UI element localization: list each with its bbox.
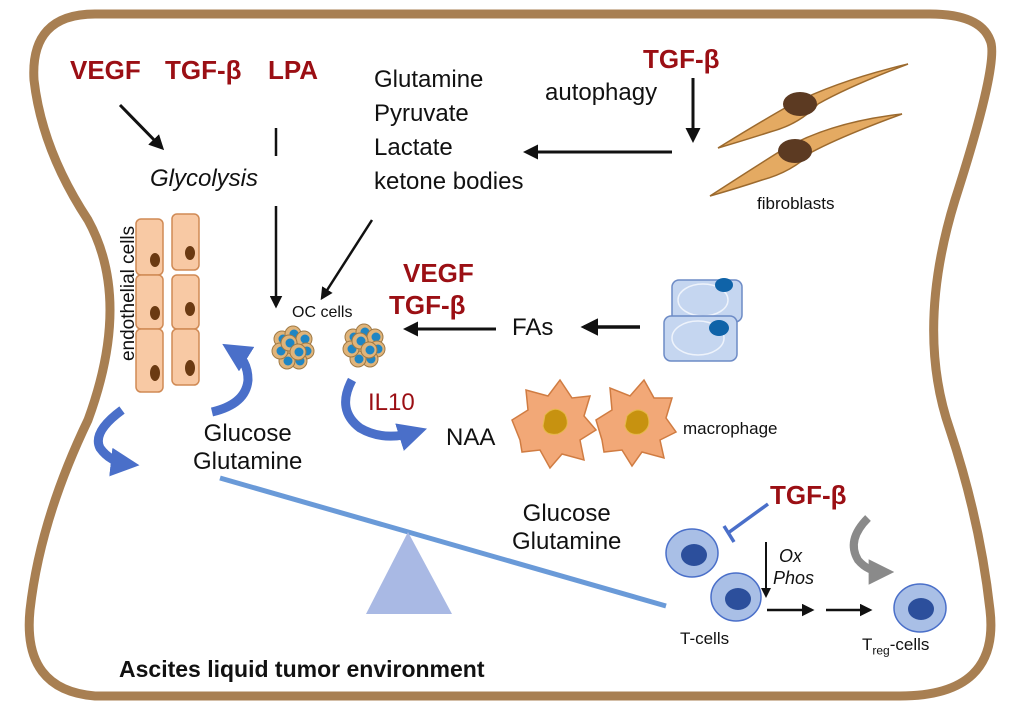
nutrient-glucose-right: Glucose bbox=[522, 500, 611, 527]
treg-cell bbox=[893, 583, 947, 633]
signal-vegf-fa: VEGF bbox=[403, 258, 474, 288]
oc-cell-nucleus bbox=[300, 334, 310, 344]
nutrient-glutamine-right: Glutamine bbox=[512, 528, 622, 555]
curved-arrow-endothelial bbox=[93, 406, 140, 477]
arrow-metabolites-oc bbox=[320, 219, 374, 301]
signal-tgf-beta-fibroblast: TGF-β bbox=[643, 44, 720, 74]
oc-cell-nucleus bbox=[283, 356, 293, 366]
il10-label: IL10 bbox=[368, 389, 415, 416]
signal-tgf-beta-fa: TGF-β bbox=[389, 290, 466, 320]
inhibition-bar bbox=[722, 525, 736, 543]
macrophage-cell bbox=[511, 378, 598, 470]
endothelial-cells-label: endothelial cells bbox=[118, 225, 140, 362]
metabolite-lactate: Lactate bbox=[374, 134, 453, 161]
environment-border bbox=[24, 9, 997, 701]
nutrients-right: Glucose Glutamine bbox=[512, 500, 621, 556]
oxphos-phos: Phos bbox=[773, 568, 815, 588]
arrow-vegf-glycolysis bbox=[118, 103, 165, 151]
signal-vegf: VEGF bbox=[70, 55, 141, 85]
t-cell bbox=[665, 528, 719, 578]
metabolites-list: Glutamine Pyruvate Lactate ketone bodies bbox=[374, 63, 523, 199]
oc-cell-nucleus bbox=[294, 347, 304, 357]
naa-label: NAA bbox=[446, 424, 496, 451]
curved-arrow-tgf-treg bbox=[849, 515, 895, 585]
macrophage-cell bbox=[595, 378, 678, 468]
t-cells-label: T-cells bbox=[680, 629, 730, 648]
endothelial-cells bbox=[135, 213, 200, 393]
oc-cell-cluster bbox=[342, 323, 386, 368]
signal-tgf-beta-tcell: TGF-β bbox=[770, 480, 847, 510]
curved-arrow-il10-naa bbox=[341, 377, 427, 451]
signal-lpa: LPA bbox=[268, 55, 319, 85]
oc-cell-nucleus bbox=[354, 354, 364, 364]
seesaw-beam bbox=[219, 475, 667, 609]
diagram-title: Ascites liquid tumor environment bbox=[119, 656, 485, 682]
oxphos-label: Ox Phos bbox=[773, 545, 814, 589]
metabolite-ketone-bodies: ketone bodies bbox=[374, 168, 524, 195]
oc-cell-nucleus bbox=[365, 345, 375, 355]
fibroblast-cell bbox=[717, 63, 909, 149]
fibroblast-cell bbox=[709, 113, 903, 197]
treg-t: T bbox=[862, 635, 873, 654]
t-cell bbox=[710, 572, 762, 622]
glycolysis-label: Glycolysis bbox=[150, 165, 259, 192]
oc-cells-label: OC cells bbox=[292, 304, 353, 321]
oc-cell-nucleus bbox=[371, 332, 381, 342]
oc-cell-nucleus bbox=[356, 336, 366, 346]
oc-cell-cluster bbox=[271, 325, 315, 370]
fibroblasts-label: fibroblasts bbox=[757, 194, 835, 213]
nutrient-glucose: Glucose bbox=[203, 420, 292, 447]
seesaw-fulcrum bbox=[366, 532, 452, 614]
treg-sub: reg bbox=[872, 643, 890, 658]
treg-suffix: -cells bbox=[889, 635, 930, 654]
curved-arrow-glucose-oc bbox=[210, 343, 255, 417]
adipocyte-cells bbox=[663, 278, 743, 362]
inhibition-line-tgf-tcell bbox=[726, 502, 770, 535]
macrophage-label: macrophage bbox=[683, 419, 778, 438]
metabolite-glutamine: Glutamine bbox=[374, 66, 484, 93]
oc-cell-nucleus bbox=[285, 338, 295, 348]
fas-label: FAs bbox=[512, 314, 554, 341]
treg-cells-label: Treg-cells bbox=[862, 635, 930, 658]
autophagy-label: autophagy bbox=[545, 79, 658, 106]
nutrients-left: Glucose Glutamine bbox=[193, 420, 302, 476]
metabolite-pyruvate: Pyruvate bbox=[374, 100, 469, 127]
signal-tgf-beta: TGF-β bbox=[165, 55, 242, 85]
oxphos-ox: Ox bbox=[779, 546, 803, 566]
nutrient-glutamine: Glutamine bbox=[193, 448, 303, 475]
